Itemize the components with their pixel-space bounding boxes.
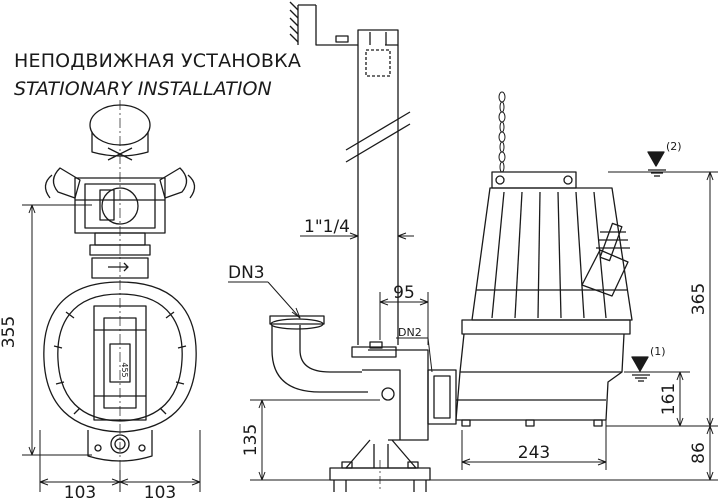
pump-motor xyxy=(455,171,633,427)
dimension-161: 161 xyxy=(659,383,679,415)
dimension-135: 135 xyxy=(241,424,261,456)
dimension-pipe-size: 1"1/4 xyxy=(304,217,350,237)
dimension-355: 355 xyxy=(0,316,19,348)
discharge-coupling xyxy=(269,315,457,441)
dimension-243: 243 xyxy=(518,443,550,463)
title-english: STATIONARY INSTALLATION xyxy=(14,78,272,100)
level-2-label: (2) xyxy=(666,140,682,153)
title-russian: НЕПОДВИЖНАЯ УСТАНОВКА xyxy=(14,50,302,72)
label-dn3: DN3 xyxy=(228,263,265,283)
water-levels xyxy=(631,151,666,382)
dimension-103-left: 103 xyxy=(64,483,96,501)
dimension-103-right: 103 xyxy=(144,483,176,501)
dimension-86: 86 xyxy=(689,442,709,464)
dimension-95: 95 xyxy=(393,283,415,303)
dimension-365: 365 xyxy=(689,283,709,315)
guide-pipes xyxy=(345,32,411,345)
lifting-chain xyxy=(498,91,506,173)
side-dimensions xyxy=(228,171,718,481)
label-dn2: DN2 xyxy=(398,326,422,339)
level-1-label: (1) xyxy=(650,345,666,358)
pump-marking: 455 xyxy=(120,362,129,377)
front-dimensions xyxy=(22,204,201,492)
front-view xyxy=(43,100,197,470)
base-stand xyxy=(329,439,431,492)
wall-bracket xyxy=(289,1,399,46)
